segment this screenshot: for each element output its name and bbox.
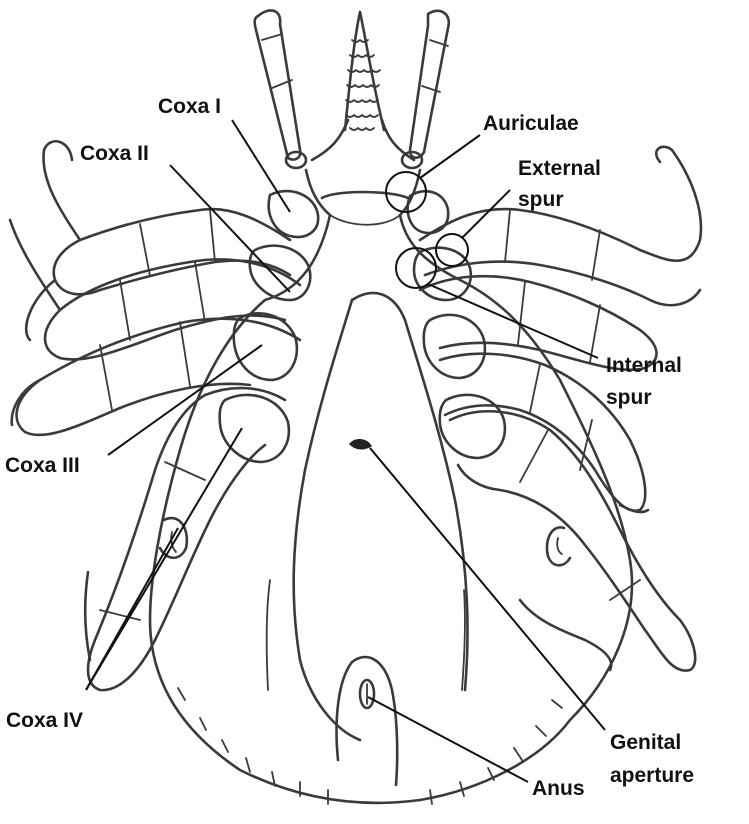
capitulum — [304, 118, 422, 217]
leader-coxa-4a — [85, 427, 243, 691]
anus-opening — [358, 678, 376, 710]
label-coxa-1: Coxa I — [158, 95, 221, 118]
labels: Coxa I Coxa II Coxa III Coxa IV Auricula… — [5, 95, 694, 800]
leader-anus — [367, 696, 529, 783]
right-leg-1 — [418, 145, 703, 307]
label-anus: Anus — [532, 777, 585, 800]
leader-genital-aperture — [369, 447, 606, 731]
genital-aperture-mark — [348, 439, 373, 450]
coxae-left — [218, 189, 320, 464]
leader-external-spur — [461, 189, 511, 239]
label-internal-spur-line1: Internal — [606, 354, 682, 377]
ventral-plate — [265, 291, 469, 742]
label-internal-spur-line2: spur — [606, 386, 652, 409]
left-leg-1 — [24, 140, 292, 342]
internal-spur-circle — [395, 247, 437, 289]
leader-coxa-2 — [169, 164, 291, 293]
leader-coxa-1 — [231, 119, 291, 213]
tick-body-outline — [148, 213, 634, 805]
hypostome — [343, 10, 386, 132]
auriculae-circle — [385, 171, 427, 213]
leader-lines — [85, 119, 606, 783]
label-genital-aperture-line2: aperture — [610, 764, 694, 787]
left-leg-4 — [83, 386, 287, 692]
leader-auriculae — [419, 134, 481, 179]
label-external-spur-line2: spur — [518, 188, 564, 211]
coxae-right — [406, 189, 507, 460]
label-auriculae: Auriculae — [483, 112, 579, 135]
anal-plate — [335, 655, 399, 787]
left-leg-3 — [10, 317, 302, 437]
label-external-spur-line1: External — [518, 157, 601, 180]
leader-coxa-4b — [85, 527, 179, 691]
label-coxa-3: Coxa III — [5, 454, 80, 477]
label-coxa-2: Coxa II — [80, 142, 149, 165]
left-palp — [253, 9, 308, 170]
label-coxa-4: Coxa IV — [6, 709, 83, 732]
external-spur-circle — [435, 233, 469, 267]
left-leg-2 — [8, 218, 302, 361]
spiracles — [158, 516, 572, 567]
right-palp — [400, 9, 451, 170]
posterior-hairs — [177, 687, 563, 805]
right-leg-3 — [438, 352, 650, 514]
leader-internal-spur — [427, 283, 599, 359]
label-genital-aperture-line1: Genital — [610, 731, 681, 754]
right-leg-4 — [448, 410, 697, 672]
leader-coxa-3 — [107, 344, 263, 456]
right-leg-2 — [418, 274, 658, 372]
